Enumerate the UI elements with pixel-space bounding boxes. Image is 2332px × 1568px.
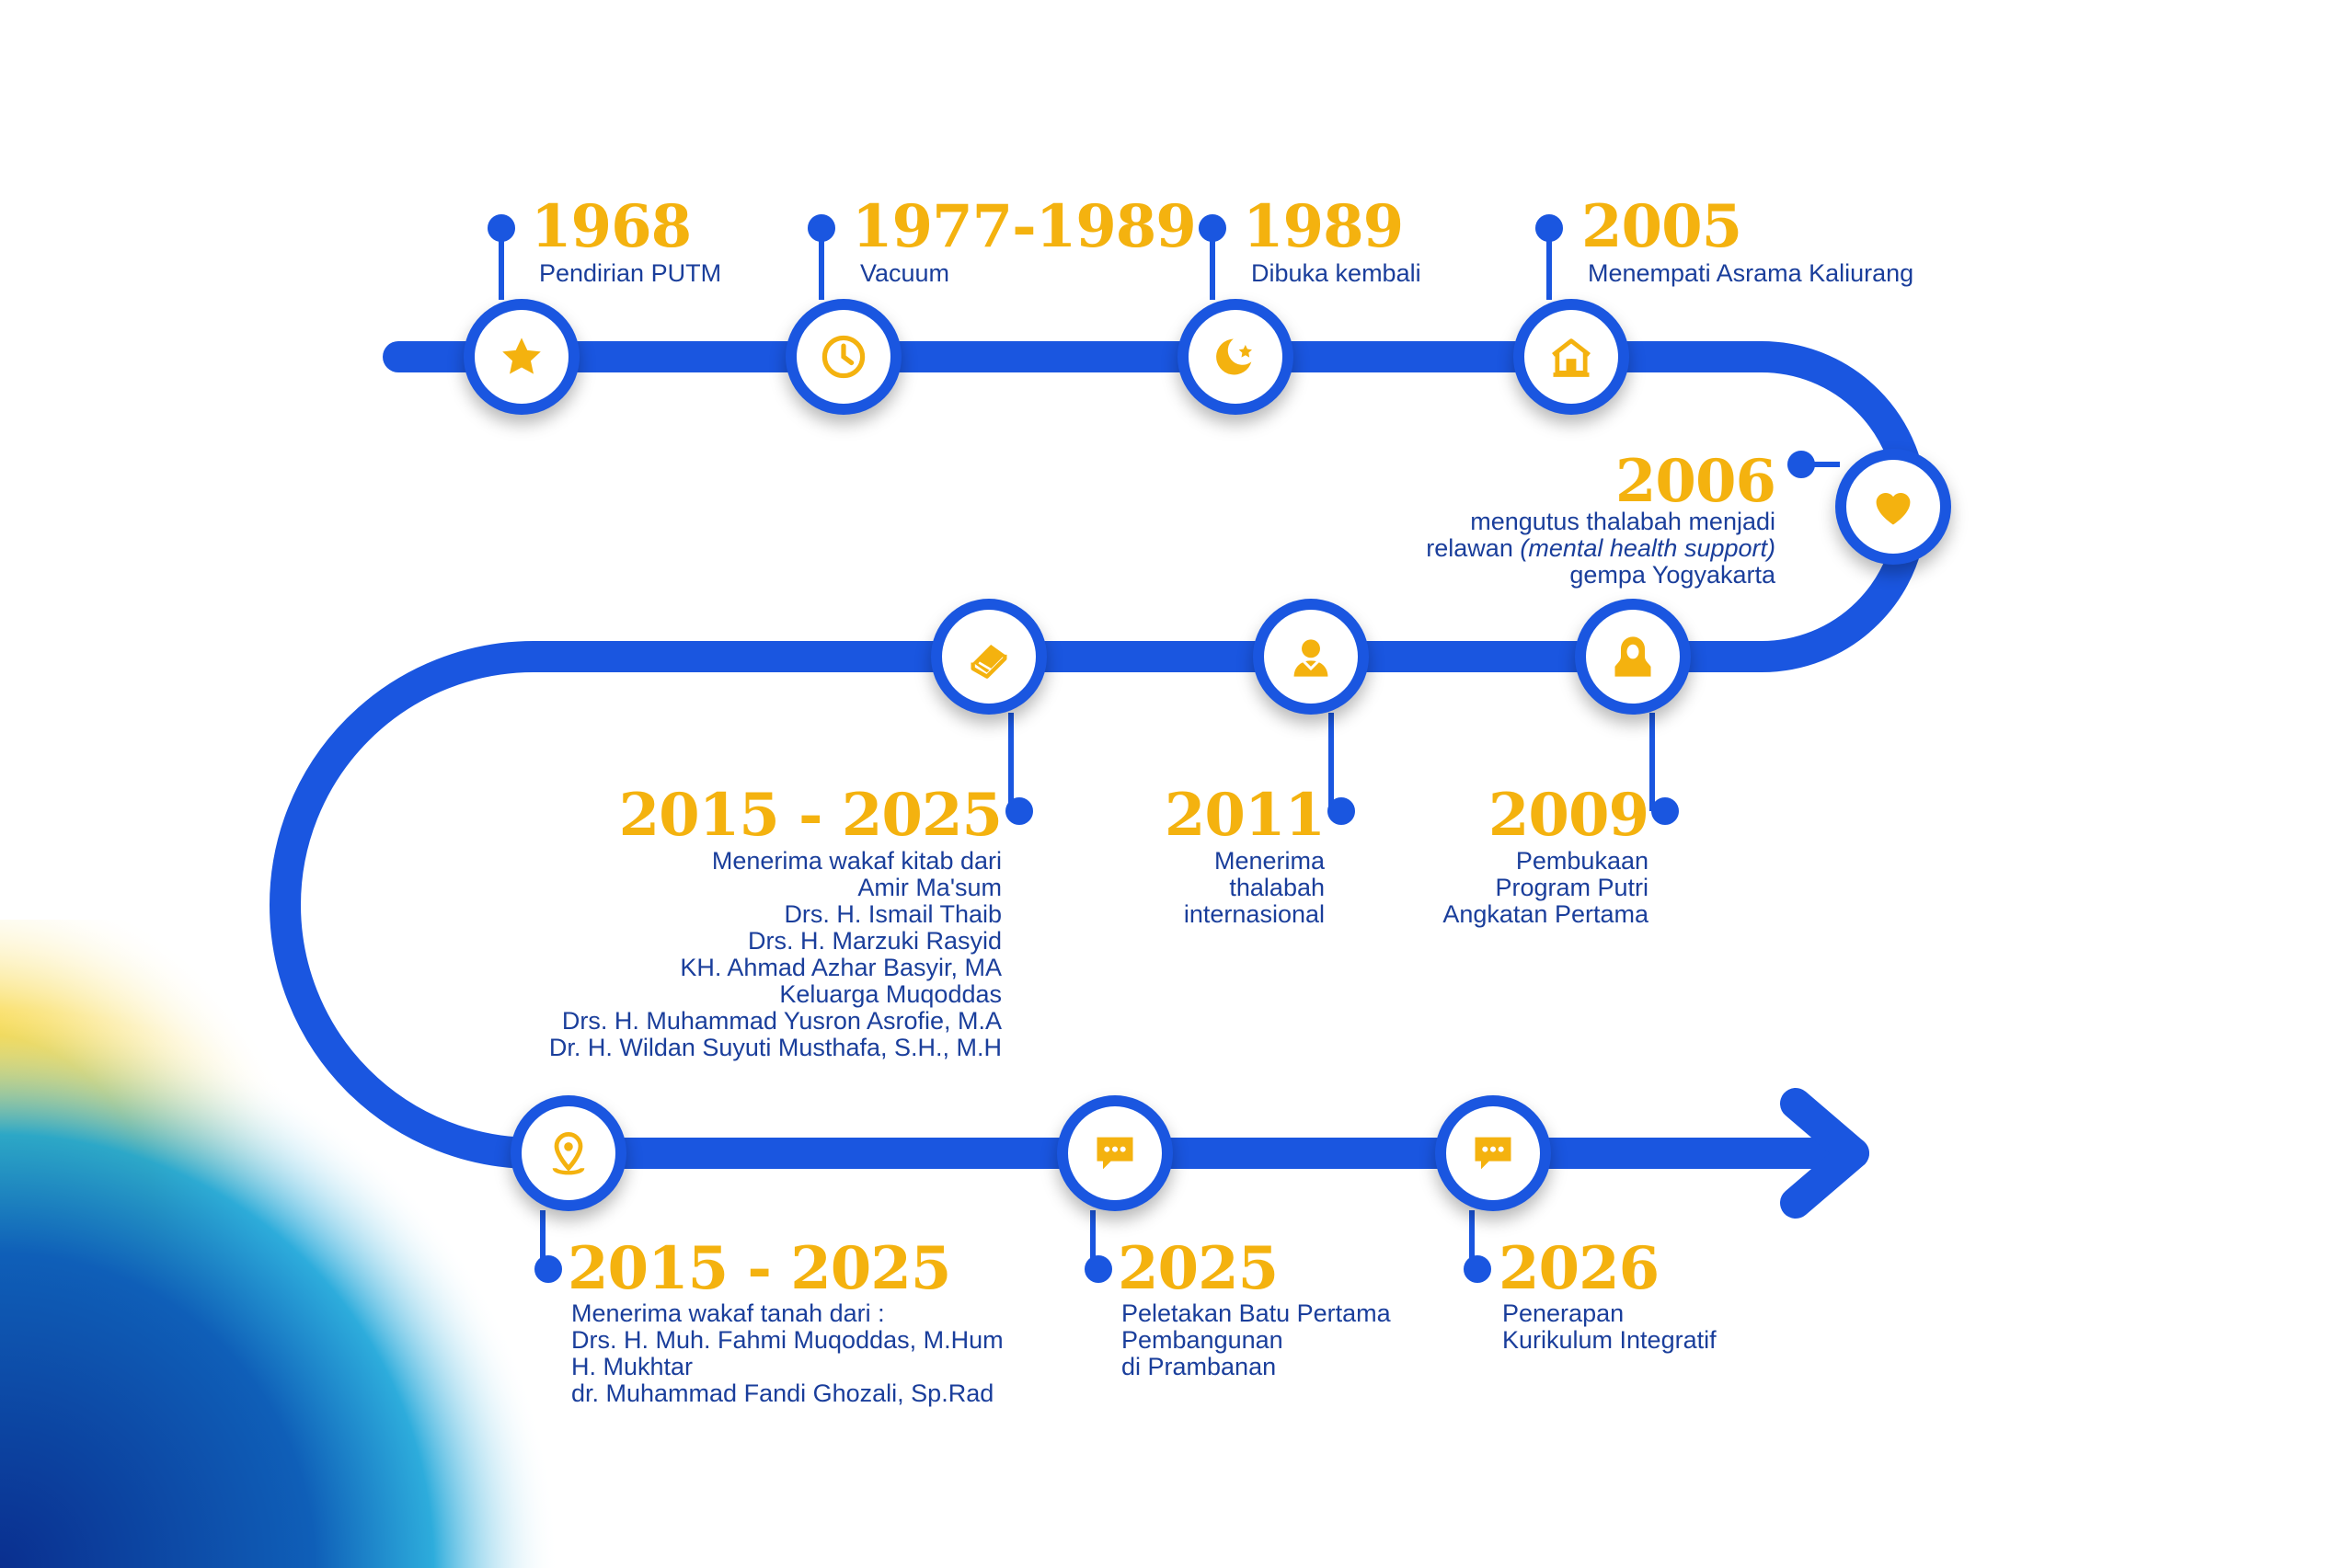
milestone-description: Vacuum bbox=[860, 259, 950, 287]
milestone-year: 2015 - 2025 bbox=[618, 781, 1003, 850]
milestone-year: 2026 bbox=[1499, 1234, 1660, 1303]
milestone-description: Pembukaan Program Putri Angkatan Pertama bbox=[1442, 847, 1648, 928]
milestone-node-2011 bbox=[1253, 599, 1369, 715]
milestone-node-2025 bbox=[1057, 1095, 1173, 1211]
milestone-description: Pendirian PUTM bbox=[539, 259, 722, 287]
milestone-description: Peletakan Batu Pertama Pembangunan di Pr… bbox=[1121, 1299, 1391, 1380]
milestone-description: Menempati Asrama Kaliurang bbox=[1588, 259, 1914, 287]
milestone-node-2015-2025-tanah bbox=[511, 1095, 626, 1211]
star-icon bbox=[502, 338, 541, 374]
milestone-node-1977-1989 bbox=[786, 299, 902, 415]
chat-bubble-icon bbox=[1475, 1137, 1511, 1170]
man-icon bbox=[1293, 639, 1328, 677]
milestone-node-2015-2025-kitab bbox=[931, 599, 1047, 715]
arrowhead bbox=[1780, 1088, 1869, 1219]
heart-icon bbox=[1876, 492, 1911, 525]
book-icon bbox=[971, 645, 1007, 679]
milestone-year: 2009 bbox=[1488, 781, 1649, 850]
location-pin-icon bbox=[552, 1132, 585, 1175]
milestone-description: mengutus thalabah menjadi relawan (menta… bbox=[1426, 508, 1775, 589]
milestone-description: Penerapan Kurikulum Integratif bbox=[1502, 1299, 1717, 1354]
hijab-woman-icon bbox=[1614, 636, 1651, 677]
milestone-year: 2015 - 2025 bbox=[568, 1234, 951, 1303]
milestone-node-2009 bbox=[1575, 599, 1691, 715]
milestone-description: Menerima thalabah internasional bbox=[1183, 847, 1325, 928]
milestone-year: 1977-1989 bbox=[852, 192, 1197, 261]
milestone-year: 1989 bbox=[1243, 192, 1404, 261]
crescent-star-icon bbox=[1216, 338, 1252, 375]
milestone-year: 2025 bbox=[1118, 1234, 1279, 1303]
milestone-node-2005 bbox=[1513, 299, 1629, 415]
milestone-year: 2005 bbox=[1581, 192, 1742, 261]
milestone-description: Menerima wakaf kitab dari Amir Ma'sum Dr… bbox=[548, 847, 1002, 1061]
milestone-description: Menerima wakaf tanah dari : Drs. H. Muh.… bbox=[571, 1299, 1004, 1407]
timeline-path bbox=[270, 341, 1927, 1169]
milestone-node-1968 bbox=[464, 299, 580, 415]
milestone-description: Dibuka kembali bbox=[1251, 259, 1421, 287]
milestone-node-2006 bbox=[1835, 449, 1951, 565]
milestone-year: 2011 bbox=[1164, 781, 1326, 850]
milestone-node-2026 bbox=[1435, 1095, 1551, 1211]
milestone-year: 1968 bbox=[531, 192, 692, 261]
chat-bubble-icon bbox=[1097, 1137, 1133, 1170]
clock-icon bbox=[821, 335, 866, 379]
house-icon bbox=[1552, 338, 1591, 377]
milestone-year: 2006 bbox=[1614, 447, 1776, 516]
milestone-node-1989 bbox=[1177, 299, 1293, 415]
